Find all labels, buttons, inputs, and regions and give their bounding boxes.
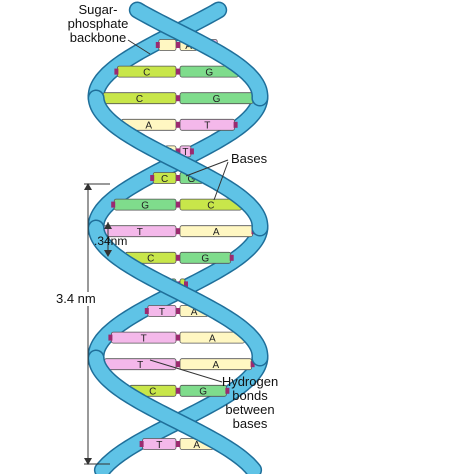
turn-length-label: 3.4 nm: [56, 291, 96, 306]
spacing-label: .34nm: [94, 234, 128, 248]
hbond-pointer: [149, 359, 223, 383]
sugar-link-right: [225, 387, 230, 394]
base-letter: C: [136, 94, 143, 105]
base-letter: G: [188, 174, 196, 185]
sugar-link-right: [250, 361, 255, 368]
base-letter: G: [201, 254, 209, 265]
hydrogen-bond: [176, 121, 180, 128]
base-letter: G: [205, 67, 213, 78]
base-letter: C: [161, 174, 168, 185]
hbond-label-line4: bases: [232, 416, 268, 431]
hbond-label-line1: Hydrogen: [221, 374, 279, 389]
base-letter: T: [182, 147, 188, 158]
turn-bottom-arrow: [84, 458, 92, 465]
turn-top-arrow: [84, 183, 92, 190]
base-letter: T: [204, 121, 210, 132]
base-letter: A: [191, 307, 198, 318]
sugar-link-left: [150, 175, 155, 181]
hydrogen-bond: [176, 254, 180, 261]
backbone-segment: [130, 3, 268, 105]
sugar-link-left: [114, 68, 119, 75]
base-letter: C: [149, 387, 156, 398]
base-letter: A: [193, 440, 200, 451]
sugar-link-left: [111, 201, 116, 208]
base-letter: C: [147, 254, 154, 265]
hydrogen-bond: [176, 308, 180, 314]
base-letter: A: [213, 227, 220, 238]
bases-pointer-2: [213, 161, 229, 201]
base-blank: [158, 39, 177, 51]
base-letter: C: [207, 200, 214, 211]
sugar-link-left: [155, 42, 160, 48]
hydrogen-bond: [176, 361, 180, 368]
base-letter: G: [141, 200, 149, 211]
sugar-link-right: [184, 281, 188, 288]
backbone-label-line2: phosphate: [67, 16, 129, 31]
backbone-segment: [95, 351, 267, 474]
hydrogen-bond: [176, 441, 180, 447]
bases-label: Bases: [231, 151, 268, 166]
base-letter: C: [143, 67, 150, 78]
hydrogen-bond: [176, 68, 180, 75]
spacing-bottom-arrow: [104, 250, 112, 257]
base-letter: T: [156, 440, 162, 451]
spacing-top-arrow: [104, 222, 112, 229]
hbond-label: Hydrogen bonds between bases: [208, 375, 292, 431]
backbone-label-line3: backbone: [69, 30, 127, 45]
hbond-label-line3: between: [225, 402, 275, 417]
backbone-strand-front: [87, 1, 269, 474]
hydrogen-bond: [176, 387, 180, 394]
hydrogen-bond: [176, 175, 180, 181]
hydrogen-bond: [176, 334, 180, 341]
hydrogen-bond: [176, 148, 180, 155]
base-letter: T: [137, 360, 143, 371]
base-letter: T: [137, 227, 143, 238]
sugar-link-left: [108, 334, 113, 341]
base-letter: A: [212, 360, 219, 371]
base-letter: G: [199, 387, 207, 398]
backbone-label-line1: Sugar-: [78, 2, 118, 17]
sugar-link-left: [144, 308, 149, 314]
base-letter: A: [145, 121, 152, 132]
bases-pointer-1: [185, 159, 229, 177]
base-letter: T: [141, 333, 147, 344]
sugar-link-left: [139, 441, 144, 447]
hydrogen-bond: [176, 95, 180, 102]
backbone-segment: [89, 91, 268, 235]
backbone-segment: [88, 3, 226, 105]
sugar-link-right: [229, 254, 234, 261]
measurement-guides: [84, 39, 229, 465]
hydrogen-bond: [176, 201, 180, 208]
base-letter: T: [159, 307, 165, 318]
backbone-pointer: [127, 39, 151, 55]
backbone-label: Sugar- phosphate backbone: [48, 3, 148, 45]
base-letter: A: [209, 333, 216, 344]
hydrogen-bond: [176, 228, 180, 235]
backbone-segment: [89, 351, 261, 474]
hydrogen-bond: [176, 42, 180, 48]
sugar-link-right: [189, 148, 194, 155]
base-letter: G: [213, 94, 221, 105]
backbone-segment: [89, 221, 268, 365]
sugar-link-right: [233, 121, 238, 128]
hbond-label-line2: bonds: [232, 388, 268, 403]
